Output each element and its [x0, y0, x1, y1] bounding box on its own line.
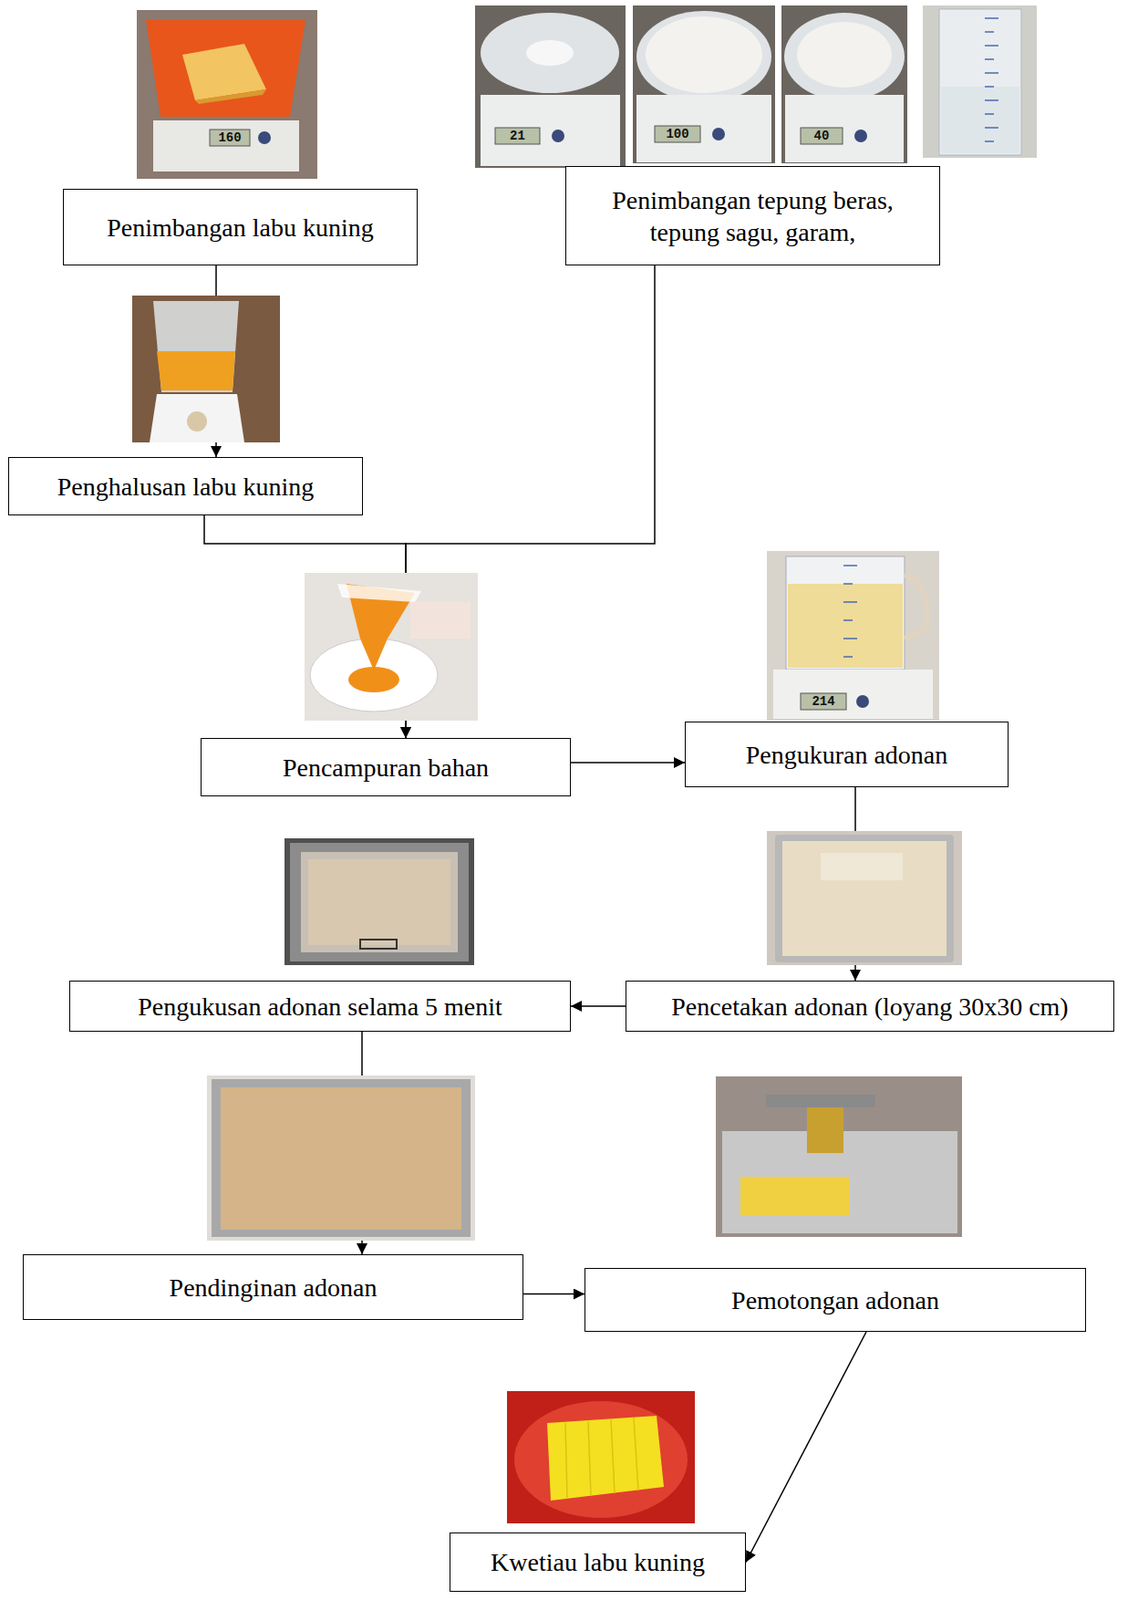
step-label: Pengukuran adonan — [745, 738, 949, 771]
step-label: Pencampuran bahan — [282, 751, 489, 784]
flow-arrow — [854, 786, 857, 981]
photo — [475, 5, 626, 168]
process-box: Pencampuran bahan — [200, 737, 571, 797]
photo — [284, 837, 475, 965]
flow-arrow — [745, 1331, 867, 1563]
process-box: Penghalusan labu kuning — [8, 456, 363, 516]
flow-arrow — [204, 515, 406, 738]
photo — [715, 1075, 963, 1237]
flow-arrow — [215, 265, 218, 457]
scale-reading: 160 — [209, 129, 250, 146]
process-box: Pendinginan adonan — [22, 1253, 524, 1320]
scale-reading: 100 — [654, 125, 701, 143]
photo — [206, 1075, 476, 1241]
flow-arrow — [570, 1004, 626, 1007]
flow-arrow — [523, 1293, 585, 1295]
scale-reading: 40 — [800, 127, 843, 145]
flow-arrow — [361, 1031, 363, 1254]
step-label: Kwetiau labu kuning — [490, 1545, 705, 1578]
step-label: Pencetakan adonan (loyang 30x30 cm) — [671, 990, 1068, 1023]
step-label: Pendinginan adonan — [169, 1271, 378, 1304]
step-label: Penimbangan labu kuning — [106, 211, 373, 244]
photo — [766, 830, 963, 965]
photo — [766, 550, 940, 721]
flow-arrow — [570, 761, 685, 764]
process-box: Pengukusan adonan selama 5 menit — [69, 980, 571, 1032]
scale-reading: 214 — [800, 693, 847, 710]
step-label: Pengukusan adonan selama 5 menit — [137, 990, 503, 1023]
step-label: Penghalusan labu kuning — [57, 470, 315, 503]
photo — [304, 572, 478, 721]
process-box: Penimbangan tepung beras, tepung sagu, g… — [565, 165, 941, 266]
flow-arrow — [405, 265, 655, 738]
step-label: Penimbangan tepung beras, tepung sagu, g… — [577, 184, 929, 249]
scale-reading: 21 — [495, 127, 540, 145]
process-box: Pencetakan adonan (loyang 30x30 cm) — [625, 980, 1115, 1032]
photo — [136, 10, 318, 179]
process-box: Pengukuran adonan — [684, 721, 1009, 787]
process-box: Penimbangan labu kuning — [62, 188, 418, 266]
photo — [132, 295, 280, 443]
process-box: Pemotongan adonan — [584, 1267, 1087, 1332]
photo — [781, 5, 908, 164]
photo — [506, 1390, 695, 1523]
photo — [922, 5, 1037, 158]
process-box: Kwetiau labu kuning — [449, 1531, 746, 1592]
step-label: Pemotongan adonan — [731, 1283, 940, 1316]
photo — [632, 5, 776, 164]
